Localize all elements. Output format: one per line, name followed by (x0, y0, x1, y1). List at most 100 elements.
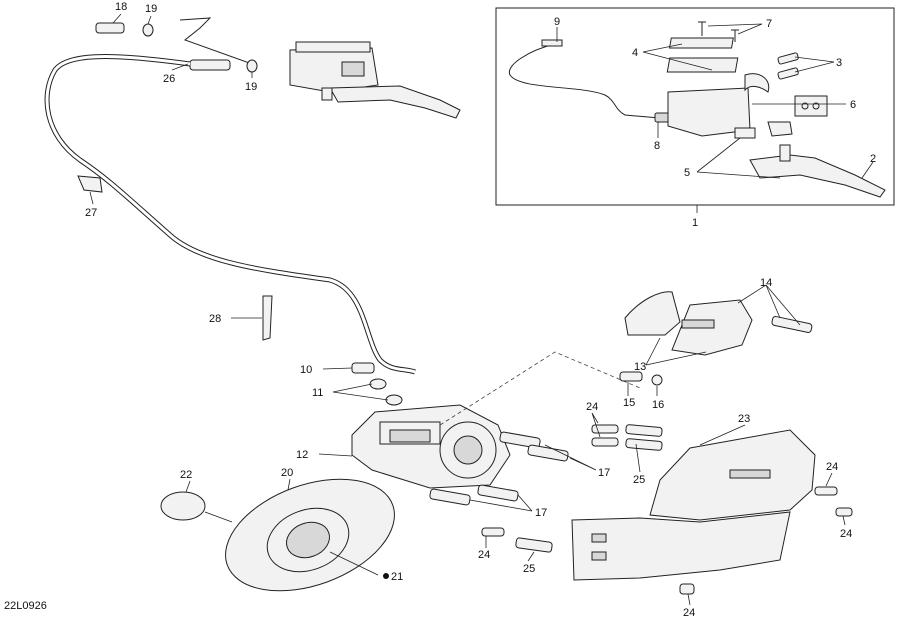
master-cylinder-main (289, 41, 461, 119)
callout-28: 28 (209, 313, 221, 325)
leader-17-a (544, 444, 597, 471)
washer-11-b (385, 394, 403, 406)
callout-24-top: 24 (586, 401, 598, 413)
callout-25-top: 25 (633, 474, 645, 486)
leader-27 (89, 191, 94, 205)
callout-1: 1 (692, 217, 698, 229)
inset-pivot (734, 127, 756, 139)
banjo-fitting-upper (189, 59, 231, 71)
callout-25-left: 25 (523, 563, 535, 575)
callout-19-top: 19 (145, 3, 157, 15)
washer-19-top (142, 23, 154, 37)
callout-2: 2 (870, 153, 876, 165)
leader-24-top (591, 412, 601, 438)
leader-4 (642, 43, 713, 71)
leader-26 (171, 63, 189, 71)
hose-piece-28 (262, 295, 273, 341)
leader-2 (861, 161, 874, 179)
leader-12 (318, 453, 353, 457)
callout-17-b: 17 (535, 507, 547, 519)
leader-ring (204, 511, 233, 523)
leader-24-right-b (842, 515, 846, 526)
leader-22 (185, 480, 191, 493)
callout-11: 11 (312, 387, 323, 399)
handlebar-brake-line (179, 17, 256, 66)
leader-25-left (527, 551, 535, 562)
brake-hose (44, 54, 416, 375)
pad-pin-14 (771, 315, 813, 333)
caliper-dash-line (439, 351, 641, 426)
callout-27: 27 (85, 207, 97, 219)
leader-20 (287, 478, 291, 491)
thread-locker-21-icon (383, 573, 389, 579)
bleeder-15 (619, 371, 643, 382)
callout-24-right-b: 24 (840, 528, 852, 540)
inset-dust-cap (767, 121, 793, 137)
brake-pads-13 (624, 291, 753, 356)
inset-pivot-bolt (779, 144, 791, 162)
inset-connector (541, 39, 563, 47)
inset-brake-line (508, 43, 661, 119)
inset-diaphragm (666, 57, 739, 73)
brake-disc-20 (225, 478, 395, 592)
callout-23: 23 (738, 413, 750, 425)
callout-14: 14 (760, 277, 772, 289)
sleeves-17 (429, 431, 569, 506)
callout-17-a: 17 (598, 467, 610, 479)
inset-cap-screw-a (698, 21, 706, 36)
leader-19-top (147, 15, 152, 25)
disc-guard-23 (571, 429, 816, 581)
inset-box (495, 7, 895, 206)
leader-10 (322, 367, 353, 370)
callout-16: 16 (652, 399, 664, 411)
leader-21 (329, 551, 379, 576)
callout-5: 5 (684, 167, 690, 179)
drawing-reference: 22L0926 (4, 600, 47, 612)
leader-24-bottom (687, 593, 691, 606)
bolts-24-25 (481, 424, 853, 595)
hose-clip-27 (77, 175, 103, 193)
callout-19-upper: 19 (245, 81, 257, 93)
leader-23 (699, 424, 746, 446)
inset-lever (749, 154, 886, 198)
callout-6: 6 (850, 99, 856, 111)
washer-11-a (369, 378, 387, 390)
inset-reservoir-cap (668, 37, 734, 49)
callout-22: 22 (180, 469, 192, 481)
inset-master-cylinder (667, 87, 751, 137)
washer-19-upper (246, 59, 258, 73)
callout-8: 8 (654, 140, 660, 152)
callout-4: 4 (632, 47, 638, 59)
leader-7 (707, 23, 763, 35)
callout-18: 18 (115, 1, 127, 13)
brake-hose-inner (45, 55, 416, 374)
callout-24-bottom: 24 (683, 607, 695, 617)
inset-cap-screw-b (731, 29, 739, 42)
caliper-12 (351, 404, 511, 489)
banjo-bolt-10 (351, 362, 375, 374)
leader-17-b (469, 494, 533, 512)
callout-21: 21 (391, 571, 403, 583)
leader-5 (696, 137, 781, 179)
leader-3 (794, 56, 835, 73)
callout-15: 15 (623, 397, 635, 409)
callout-3: 3 (836, 57, 842, 69)
callout-24-right-a: 24 (826, 461, 838, 473)
inset-kit-6 (794, 95, 828, 117)
leader-18 (112, 13, 122, 24)
callout-10: 10 (300, 364, 312, 376)
ring-22 (160, 491, 206, 521)
leader-13 (645, 337, 707, 366)
leader-11 (332, 383, 389, 401)
inset-boot (744, 73, 770, 93)
callout-9: 9 (554, 16, 560, 28)
callout-7: 7 (766, 18, 772, 30)
callout-26: 26 (163, 73, 175, 85)
callout-12: 12 (296, 449, 308, 461)
cap-16 (651, 374, 663, 386)
callout-24-left: 24 (478, 549, 490, 561)
leader-25-top (635, 443, 641, 473)
leader-14 (737, 284, 801, 326)
